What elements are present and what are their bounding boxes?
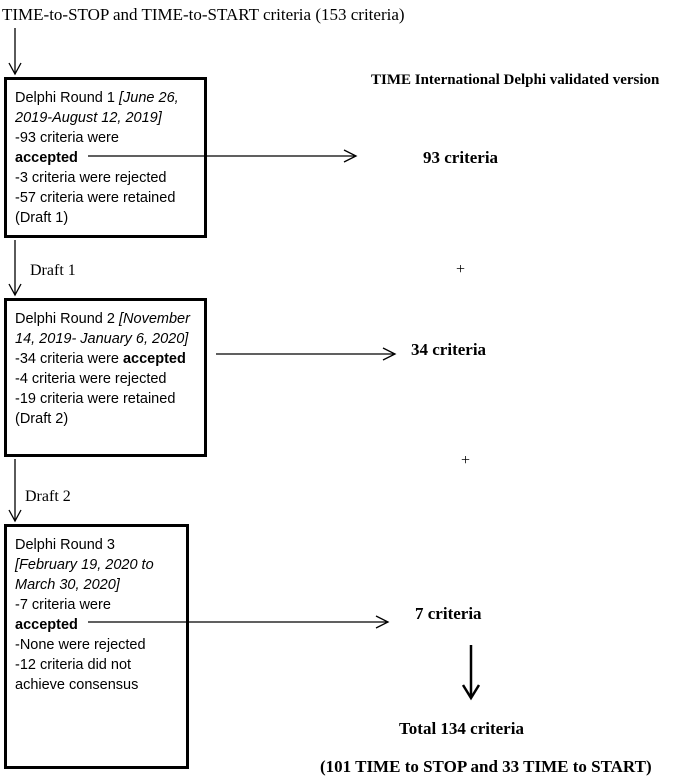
- arrow-to-total-head: [461, 684, 481, 701]
- round-3-accepted-word: accepted: [15, 617, 78, 633]
- result-round-2: 34 criteria: [411, 340, 487, 359]
- round-3-dates-end: March 30, 2020]: [15, 577, 120, 593]
- delphi-round-2-box: Delphi Round 2 [November 14, 2019- Janua…: [4, 298, 207, 457]
- arrow-title-to-round-1-head: [8, 62, 22, 76]
- draft-2-label: Draft 2: [25, 488, 71, 505]
- round-3-title: Delphi Round 3: [15, 537, 115, 553]
- draft-1-label: Draft 1: [30, 262, 76, 279]
- arrow-round-3-to-result-head: [375, 615, 390, 629]
- round-1-dates-start: [June 26,: [119, 90, 179, 106]
- result-round-1: 93 criteria: [423, 148, 499, 167]
- round-1-rejected: -3 criteria were rejected: [15, 170, 167, 186]
- arrow-round-1-to-round-2-head: [8, 283, 22, 297]
- arrow-round-2-to-result-head: [382, 347, 397, 361]
- plus-sign-1: +: [456, 261, 466, 278]
- criteria-breakdown: (101 TIME to STOP and 33 TIME to START): [320, 757, 652, 776]
- top-title: TIME-to-STOP and TIME-to-START criteria …: [2, 5, 405, 24]
- round-2-draft: (Draft 2): [15, 411, 69, 427]
- validated-version-header: TIME International Delphi validated vers…: [371, 72, 660, 88]
- round-1-dates-end: 2019-August 12, 2019]: [15, 110, 162, 126]
- round-1-accepted-text: -93 criteria were: [15, 130, 119, 146]
- arrow-round-1-to-result-head: [343, 149, 358, 163]
- round-2-rejected: -4 criteria were rejected: [15, 371, 167, 387]
- delphi-round-1-box: Delphi Round 1 [June 26, 2019-August 12,…: [4, 77, 207, 238]
- result-round-3: 7 criteria: [415, 604, 482, 623]
- round-2-retained: -19 criteria were retained: [15, 391, 176, 407]
- round-3-no-consensus-cont: achieve consensus: [15, 677, 139, 693]
- round-3-rejected: -None were rejected: [15, 637, 146, 653]
- round-1-retained: -57 criteria were retained: [15, 190, 176, 206]
- round-2-accepted-word: accepted: [122, 351, 186, 367]
- arrow-round-2-to-round-3-head: [8, 509, 22, 523]
- round-1-draft: (Draft 1): [15, 210, 69, 226]
- plus-sign-2: +: [461, 452, 471, 469]
- round-2-accepted-text: -34 criteria were: [15, 351, 123, 367]
- round-2-title: Delphi Round 2: [15, 311, 119, 327]
- round-2-dates-end: 14, 2019- January 6, 2020]: [15, 331, 189, 347]
- round-2-dates-start: [November: [119, 311, 190, 327]
- delphi-round-3-box: Delphi Round 3 [February 19, 2020 to Mar…: [4, 524, 189, 769]
- round-1-title: Delphi Round 1: [15, 90, 119, 106]
- round-3-accepted-text: -7 criteria were: [15, 597, 111, 613]
- round-1-accepted-word: accepted: [15, 150, 78, 166]
- total-criteria: Total 134 criteria: [399, 719, 524, 738]
- round-3-dates-start: [February 19, 2020 to: [15, 557, 154, 573]
- round-3-no-consensus: -12 criteria did not: [15, 657, 132, 673]
